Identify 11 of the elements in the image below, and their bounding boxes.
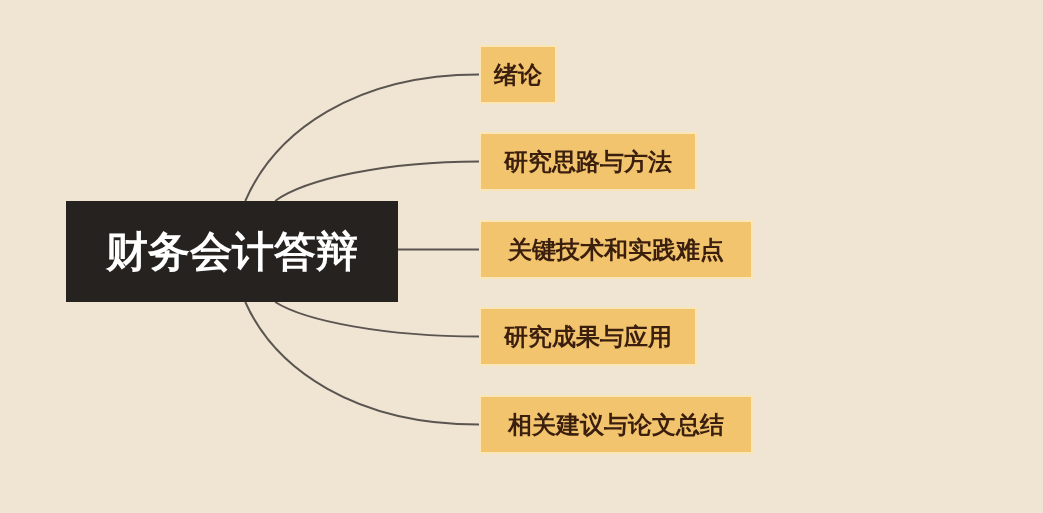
- central-topic-box: 财务会计答辩: [66, 201, 398, 302]
- topic-box: 研究思路与方法: [479, 132, 697, 191]
- connector-line: [244, 73, 480, 202]
- topic-box: 绪论: [479, 45, 557, 104]
- connector-line: [274, 301, 480, 338]
- connector-line: [244, 301, 480, 426]
- connector-line: [274, 160, 480, 202]
- topic-box: 相关建议与论文总结: [479, 395, 753, 454]
- topic-box: 研究成果与应用: [479, 307, 697, 366]
- topic-box: 关键技术和实践难点: [479, 220, 753, 279]
- connector-line: [397, 248, 480, 251]
